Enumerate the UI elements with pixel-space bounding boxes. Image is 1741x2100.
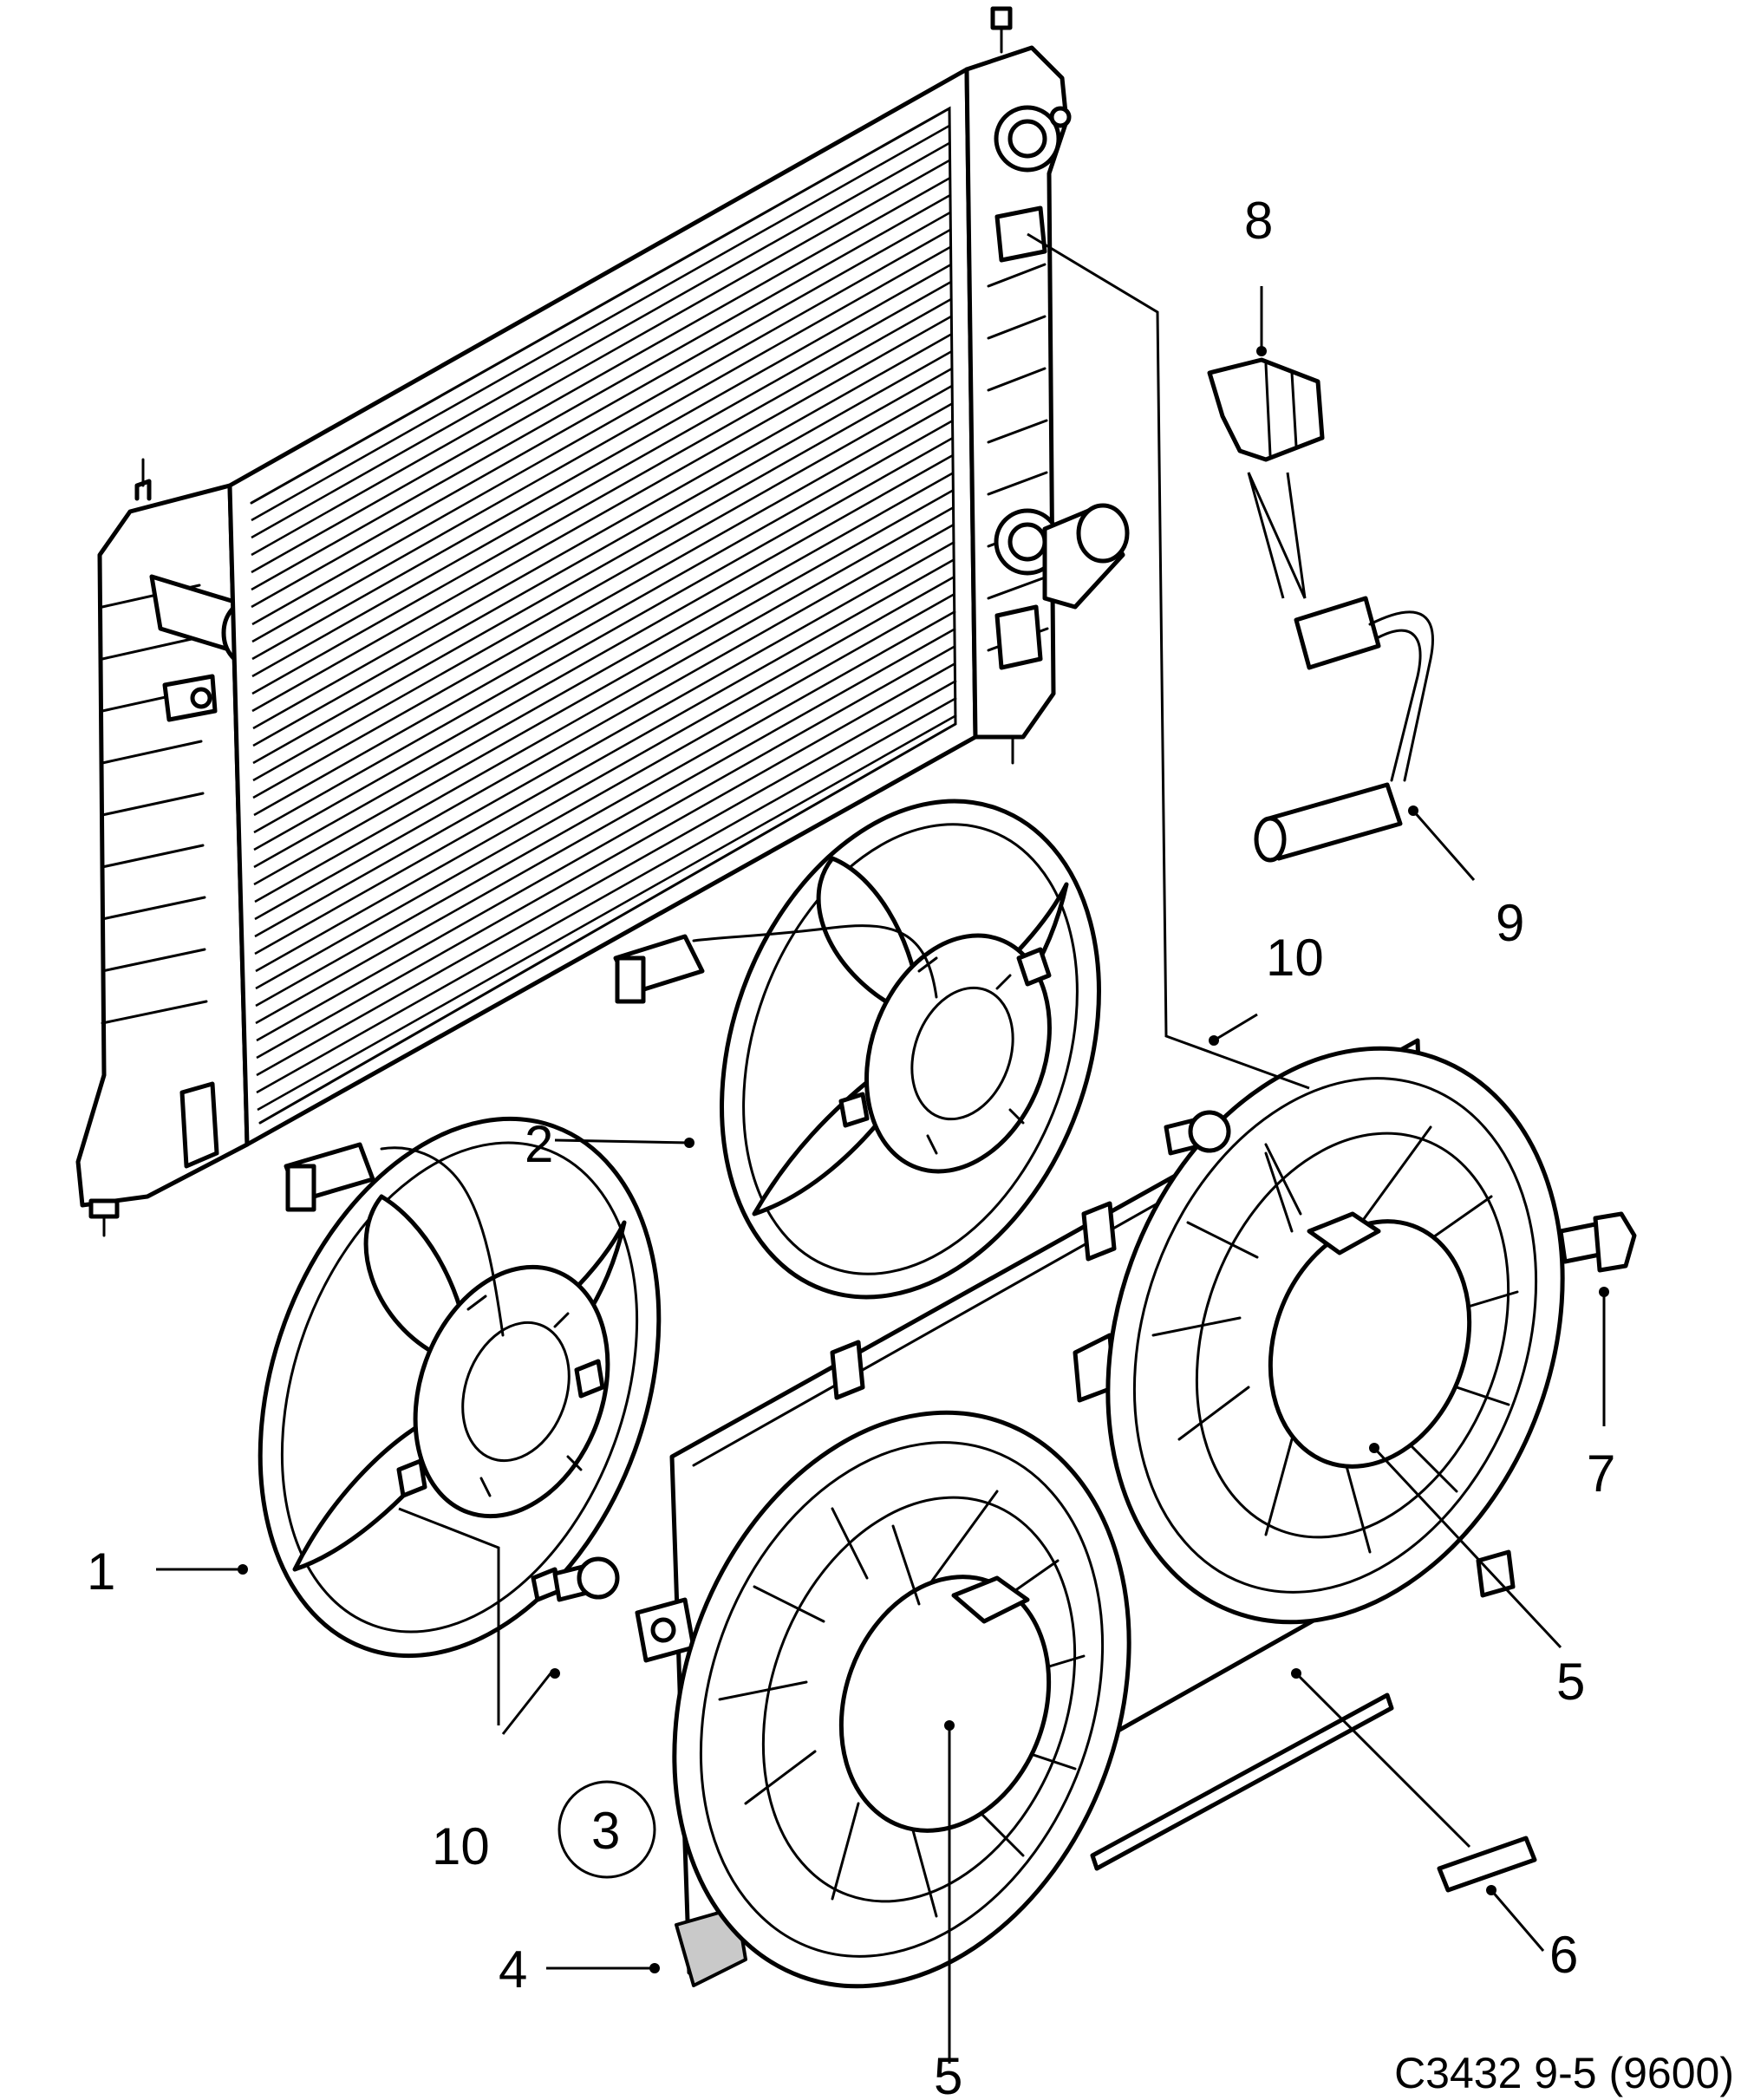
callout-10-upper: 10 xyxy=(1266,929,1324,987)
leader-lines xyxy=(156,232,1609,2064)
callout-3: 3 xyxy=(591,1802,620,1860)
fan-motor-1 xyxy=(258,1116,662,1659)
radiator xyxy=(75,6,1130,1237)
wiring-harness xyxy=(1254,596,1434,863)
right-fan-blades xyxy=(1151,1125,1519,1554)
callout-9: 9 xyxy=(1496,894,1524,952)
bolt xyxy=(1558,1211,1637,1273)
callout-3-circle xyxy=(558,1780,656,1879)
connector xyxy=(1207,357,1325,462)
callout-6: 6 xyxy=(1549,1926,1578,1984)
callout-7: 7 xyxy=(1587,1445,1615,1503)
clip xyxy=(1437,1836,1537,1893)
callout-5-left: 5 xyxy=(934,2047,962,2100)
fan-shroud xyxy=(635,1038,1565,1989)
callouts: 1 2 3 4 5 5 6 7 8 9 10 10 xyxy=(87,192,1615,2100)
callout-2: 2 xyxy=(525,1115,553,1173)
callout-1: 1 xyxy=(87,1542,115,1601)
screw-lower xyxy=(552,1556,620,1602)
callout-10-lower: 10 xyxy=(432,1817,490,1875)
callout-8: 8 xyxy=(1244,192,1273,250)
callout-5-right: 5 xyxy=(1556,1653,1585,1711)
fan-motor-2 xyxy=(613,799,1101,1300)
reference-code: C3432 9-5 (9600) xyxy=(1394,2049,1734,2097)
callout-4: 4 xyxy=(499,1940,527,1999)
radiator-core-fins xyxy=(251,124,957,1112)
screw-upper xyxy=(1164,1110,1231,1156)
